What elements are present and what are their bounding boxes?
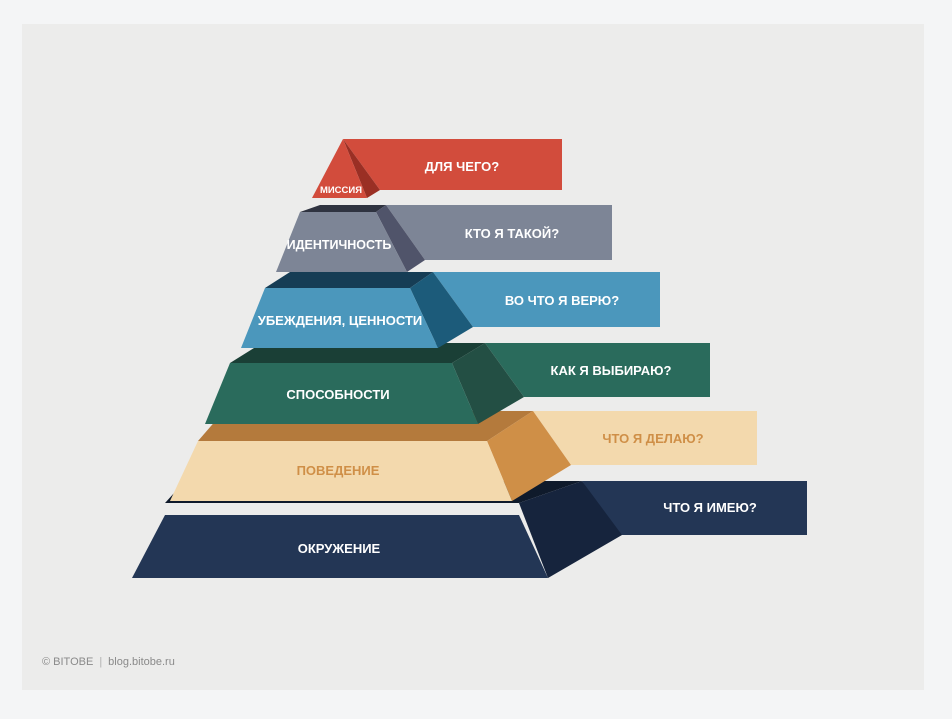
behavior-side-face xyxy=(487,411,571,501)
footer: © BITOBE | blog.bitobe.ru xyxy=(42,656,175,668)
site-link[interactable]: blog.bitobe.ru xyxy=(108,656,175,668)
beliefs-side-face xyxy=(410,272,473,348)
behavior-front-face xyxy=(170,441,512,501)
environment-front-face xyxy=(132,515,548,578)
footer-separator: | xyxy=(99,656,103,668)
abilities-label: СПОСОБНОСТИ xyxy=(286,387,389,402)
identity-top-face xyxy=(300,205,386,212)
mission-label: МИССИЯ xyxy=(320,185,362,196)
identity-question: КТО Я ТАКОЙ? xyxy=(465,226,559,241)
environment-label: ОКРУЖЕНИЕ xyxy=(298,541,381,556)
level-mission: МИССИЯ ДЛЯ ЧЕГО? xyxy=(312,139,562,198)
beliefs-question-box xyxy=(433,272,660,327)
abilities-side-face xyxy=(452,343,524,424)
behavior-question-box xyxy=(533,411,757,465)
level-identity: ИДЕНТИЧНОСТЬ КТО Я ТАКОЙ? xyxy=(276,205,612,272)
identity-question-box xyxy=(386,205,612,260)
abilities-question-box xyxy=(485,343,710,397)
environment-side-face xyxy=(519,481,622,578)
environment-question-box xyxy=(582,481,807,535)
environment-question: ЧТО Я ИМЕЮ? xyxy=(663,500,757,515)
abilities-front-face xyxy=(205,363,478,424)
identity-front-face xyxy=(276,212,407,272)
copyright-text: © BITOBE xyxy=(42,656,94,668)
mission-question: ДЛЯ ЧЕГО? xyxy=(425,159,499,174)
beliefs-front-face xyxy=(241,288,438,348)
identity-side-face xyxy=(376,205,425,272)
mission-question-box xyxy=(343,139,562,190)
behavior-question: ЧТО Я ДЕЛАЮ? xyxy=(602,431,703,446)
mission-side-face xyxy=(343,139,380,198)
beliefs-label: УБЕЖДЕНИЯ, ЦЕННОСТИ xyxy=(258,313,423,328)
beliefs-top-face xyxy=(265,272,433,288)
beliefs-question: ВО ЧТО Я ВЕРЮ? xyxy=(505,293,619,308)
identity-label: ИДЕНТИЧНОСТЬ xyxy=(287,238,392,252)
abilities-question: КАК Я ВЫБИРАЮ? xyxy=(551,363,672,378)
level-beliefs: УБЕЖДЕНИЯ, ЦЕННОСТИ ВО ЧТО Я ВЕРЮ? xyxy=(241,272,660,348)
behavior-label: ПОВЕДЕНИЕ xyxy=(297,463,380,478)
mission-front-face xyxy=(312,139,367,198)
